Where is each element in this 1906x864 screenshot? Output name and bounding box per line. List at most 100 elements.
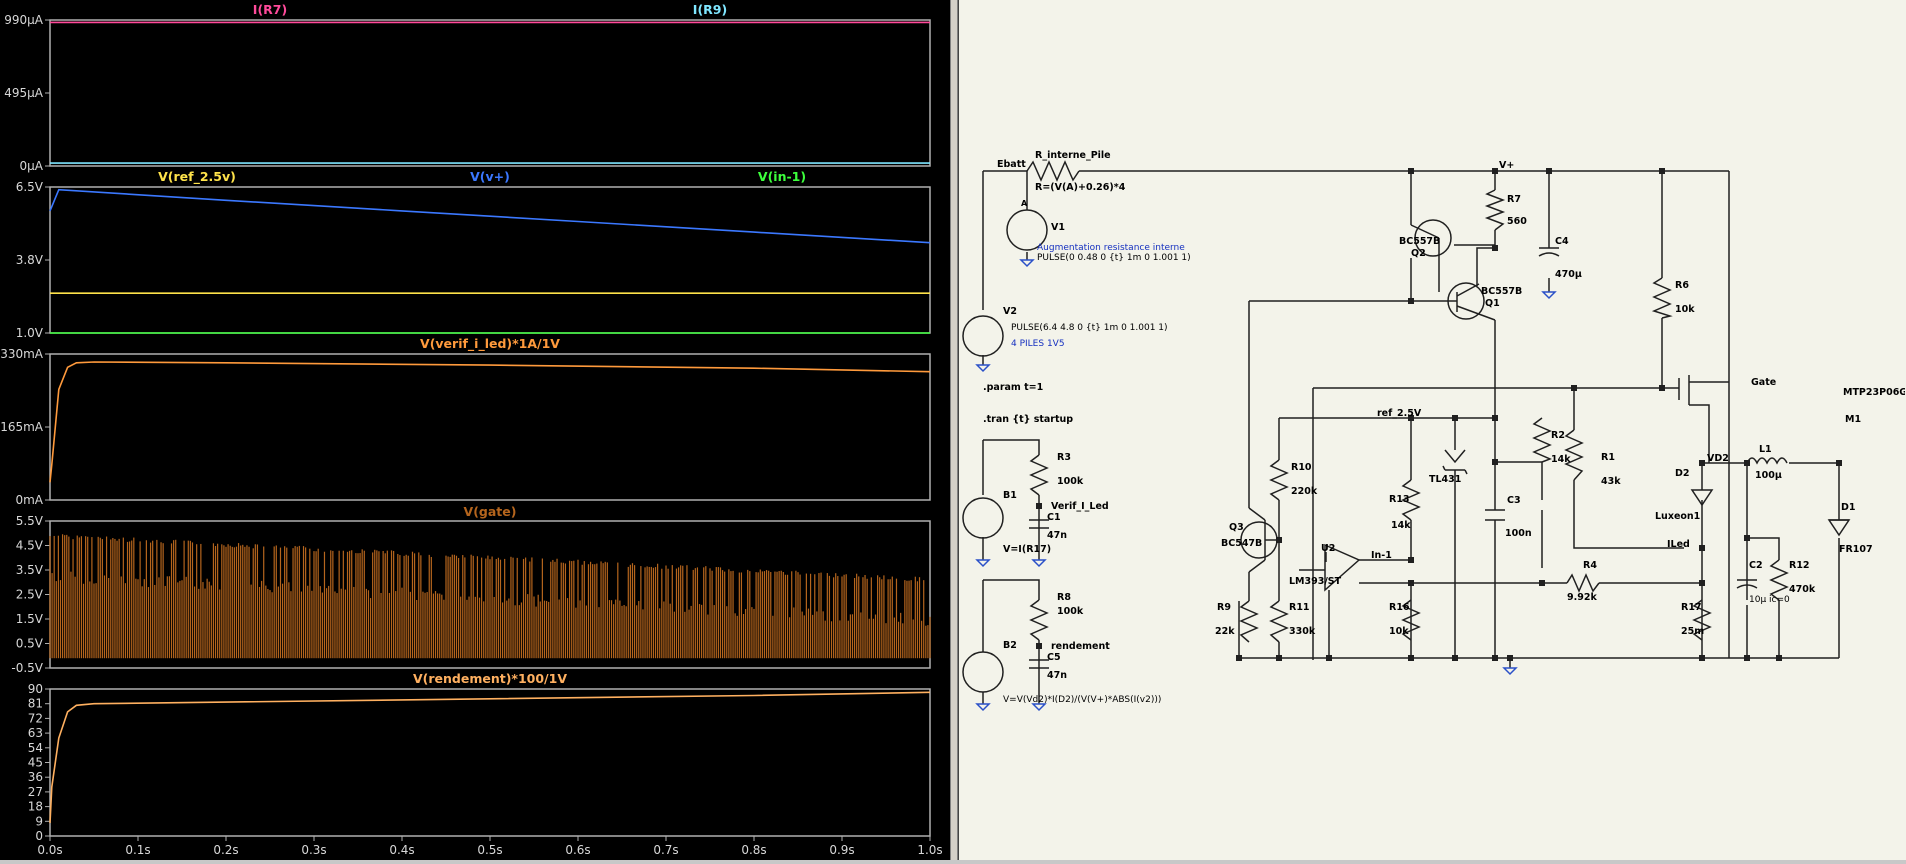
label-r3: R3: [1057, 452, 1071, 463]
label-bc557-q1: BC557B: [1481, 286, 1522, 297]
series-line-V(rendement)*100/1V: [49, 691, 931, 823]
label-fr107: FR107: [1839, 544, 1873, 555]
label-v2: V2: [1003, 306, 1017, 317]
label-r17v: 25m: [1681, 626, 1704, 637]
label-c4: C4: [1555, 236, 1569, 247]
label-pulse1: PULSE(0 0.48 0 {t} 1m 0 1.001 1): [1037, 253, 1191, 263]
label-tran: .tran {t} startup: [983, 414, 1073, 425]
label-b2v: V=V(Vd2)*I(D2)/(V(V+)*ABS(I(v2))): [1003, 695, 1161, 705]
y-tick-label: 0: [35, 829, 43, 843]
y-tick-label: 45: [28, 756, 43, 770]
label-q1: Q1: [1485, 298, 1500, 309]
series-title[interactable]: V(in-1): [758, 169, 806, 184]
wires: [982, 170, 1840, 704]
label-d1: D1: [1841, 502, 1856, 513]
label-r16: R16: [1389, 602, 1410, 613]
label-piles: 4 PILES 1V5: [1011, 339, 1065, 349]
label-r7v: 560: [1507, 216, 1527, 227]
label-vplus: V+: [1499, 160, 1514, 171]
pane-splitter[interactable]: [950, 0, 958, 860]
label-r10: R10: [1291, 462, 1312, 473]
y-tick-label: -0.5V: [11, 661, 43, 675]
label-c1: C1: [1047, 512, 1061, 523]
label-r13: R13: [1389, 494, 1410, 505]
label-pulse2: PULSE(6.4 4.8 0 {t} 1m 0 1.001 1): [1011, 323, 1168, 333]
label-q3: Q3: [1229, 522, 1244, 533]
label-c4v: 470µ: [1555, 269, 1582, 280]
label-r11: R11: [1289, 602, 1310, 613]
series-title[interactable]: V(v+): [470, 169, 510, 184]
label-r2: R2: [1551, 430, 1565, 441]
label-r4v: 9.92k: [1567, 592, 1597, 603]
label-mtp: MTP23P06G: [1843, 387, 1905, 398]
label-q2: Q2: [1411, 248, 1426, 259]
y-tick-label: 72: [28, 711, 43, 725]
label-c2: C2: [1749, 560, 1763, 571]
y-tick-label: 3.8V: [16, 253, 44, 267]
plot-pane-4[interactable]: 5.5V4.5V3.5V2.5V1.5V0.5V-0.5VV(gate): [11, 504, 931, 675]
y-tick-label: 330mA: [0, 347, 44, 361]
label-c3v: 100n: [1505, 528, 1532, 539]
label-tl431: TL431: [1429, 474, 1461, 485]
label-a: A: [1021, 199, 1028, 208]
schematic-canvas[interactable]: Ebatt R_interne_Pile R=(V(A)+0.26)*4 A V…: [959, 0, 1906, 860]
series-title[interactable]: V(ref_2.5v): [158, 169, 236, 185]
components: [962, 209, 1851, 693]
series-title[interactable]: I(R9): [693, 2, 727, 17]
label-r12v: 470k: [1789, 584, 1816, 595]
label-r6v: 10k: [1675, 304, 1695, 315]
label-r-interne-value: R=(V(A)+0.26)*4: [1035, 182, 1126, 193]
label-augmentation: Augmentation resistance interne: [1037, 243, 1185, 253]
schematic-editor[interactable]: Ebatt R_interne_Pile R=(V(A)+0.26)*4 A V…: [958, 0, 1906, 860]
label-r11v: 330k: [1289, 626, 1316, 637]
label-r8v: 100k: [1057, 606, 1084, 617]
label-b2: B2: [1003, 640, 1017, 651]
x-tick-label: 0.7s: [653, 843, 678, 857]
series-title[interactable]: V(rendement)*100/1V: [413, 671, 567, 686]
y-tick-label: 495µA: [4, 86, 44, 100]
label-c2v: 10µ ic=0: [1749, 595, 1790, 605]
label-c1v: 47n: [1047, 530, 1067, 541]
label-vd2: VD2: [1707, 453, 1729, 464]
series-title[interactable]: V(gate): [464, 504, 517, 519]
y-tick-label: 63: [28, 726, 43, 740]
label-iled: ILed: [1667, 539, 1690, 550]
y-tick-label: 165mA: [0, 420, 44, 434]
pane-frame: [49, 688, 931, 837]
label-bc547: BC547B: [1221, 538, 1262, 549]
y-tick-label: 5.5V: [16, 514, 44, 528]
y-tick-label: 27: [28, 785, 43, 799]
plot-pane-2[interactable]: 6.5V3.8V1.0VV(ref_2.5v)V(v+)V(in-1): [16, 169, 931, 340]
label-r12: R12: [1789, 560, 1810, 571]
label-r6: R6: [1675, 280, 1689, 291]
label-d2: D2: [1675, 468, 1690, 479]
label-in1: In-1: [1371, 550, 1392, 561]
label-r1: R1: [1601, 452, 1615, 463]
pane-frame: [49, 353, 931, 501]
label-r9: R9: [1217, 602, 1231, 613]
label-r2v: 14k: [1551, 454, 1571, 465]
y-tick-label: 0.5V: [16, 637, 44, 651]
label-r-interne: R_interne_Pile: [1035, 150, 1111, 161]
label-r7: R7: [1507, 194, 1521, 205]
label-c5v: 47n: [1047, 670, 1067, 681]
x-tick-label: 0.4s: [389, 843, 414, 857]
label-rendement: rendement: [1051, 641, 1110, 652]
junctions: [1036, 168, 1842, 661]
series-line-V(gate): [49, 534, 931, 659]
series-title[interactable]: V(verif_i_led)*1A/1V: [420, 336, 560, 352]
y-tick-label: 1.5V: [16, 612, 44, 626]
series-title[interactable]: I(R7): [253, 2, 287, 17]
label-r9v: 22k: [1215, 626, 1235, 637]
x-tick-label: 0.6s: [565, 843, 590, 857]
pane-frame: [49, 19, 931, 167]
waveform-plot-area[interactable]: 990µA495µA0µAI(R7)I(R9)6.5V3.8V1.0VV(ref…: [0, 0, 950, 860]
label-r10v: 220k: [1291, 486, 1318, 497]
y-tick-label: 4.5V: [16, 539, 44, 553]
label-gate: Gate: [1751, 377, 1776, 388]
label-verif: Verif_I_Led: [1051, 501, 1109, 512]
